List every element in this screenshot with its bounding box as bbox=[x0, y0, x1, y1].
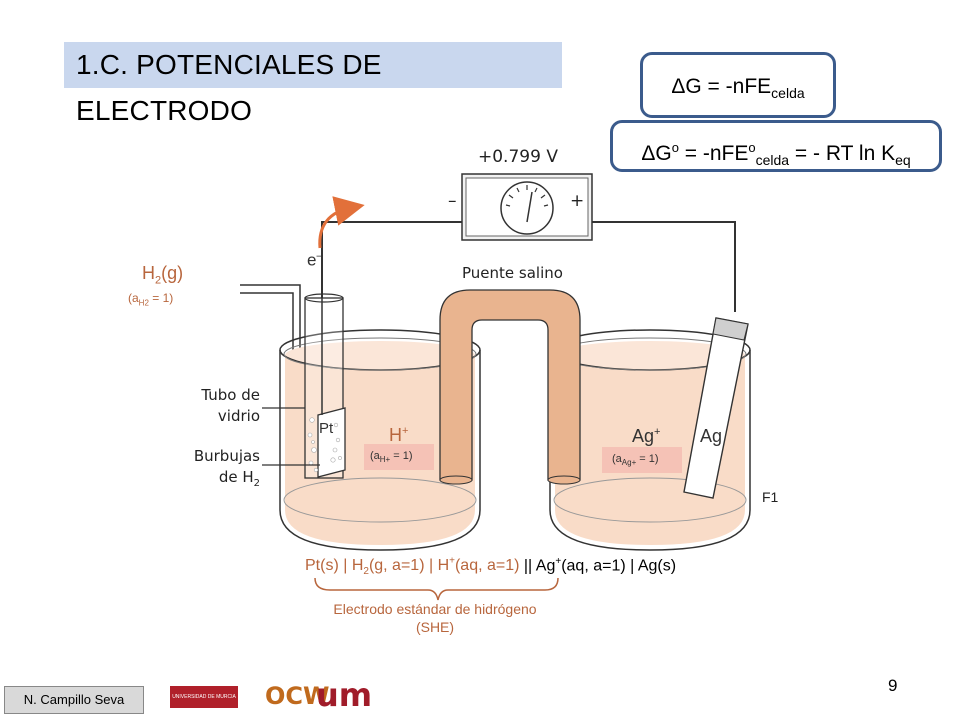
ag-plus-label: Ag+ bbox=[632, 426, 660, 447]
ag-activity-end: = 1) bbox=[636, 453, 659, 465]
eq2-sup2: o bbox=[748, 140, 756, 155]
h2-activity-open: (a bbox=[128, 291, 139, 305]
bubbles-line2: de H bbox=[218, 468, 254, 486]
hydrogen-bubbles bbox=[307, 417, 342, 473]
she-label: Electrodo estándar de hidrógeno (SHE) bbox=[300, 600, 570, 636]
h2-activity-sub: H2 bbox=[138, 298, 149, 308]
h-plus-symbol: H bbox=[389, 425, 402, 445]
voltmeter-plus: + bbox=[570, 191, 585, 211]
h-plus-charge: + bbox=[402, 425, 409, 437]
voltmeter bbox=[461, 173, 593, 241]
h2-activity-end: = 1) bbox=[148, 291, 174, 305]
silver-electrode bbox=[683, 317, 749, 499]
platinum-electrode bbox=[317, 300, 346, 478]
left-wire bbox=[321, 221, 462, 300]
ag-activity-sub: Ag+ bbox=[621, 458, 637, 468]
bubbles-line1: Burbujas bbox=[193, 447, 260, 465]
page-title: 1.C. POTENCIALES DE ELECTRODO bbox=[64, 42, 562, 126]
glass-tube-line1: Tubo de bbox=[201, 386, 260, 404]
cell-notation-s2: (g, a=1) | H bbox=[368, 557, 450, 575]
cell-notation-s2sup: + bbox=[449, 556, 455, 567]
university-logo: UNIVERSIDAD DE MURCIA bbox=[170, 686, 238, 708]
salt-bridge-label: Puente salino bbox=[462, 264, 563, 282]
eq2-sup1: o bbox=[671, 140, 679, 155]
she-label-line2: (SHE) bbox=[415, 619, 455, 635]
eq2-part1: ΔG bbox=[641, 142, 672, 165]
cell-notation: Pt(s) | H2(g, a=1) | H+(aq, a=1) || Ag+(… bbox=[305, 556, 676, 578]
eq2-sub3: eq bbox=[895, 152, 911, 169]
eq2-sub2: celda bbox=[755, 152, 790, 169]
glass-tube-line2: vidrio bbox=[217, 407, 260, 425]
h-activity-end: = 1) bbox=[390, 450, 413, 462]
h2-activity-label: (aH2 = 1) bbox=[128, 291, 173, 307]
h2-symbol: H bbox=[142, 263, 155, 283]
ocw-logo: OCW bbox=[265, 682, 330, 710]
cell-notation-s3: (aq, a=1) bbox=[454, 557, 520, 575]
salt-bridge bbox=[439, 289, 581, 485]
pt-label: Pt bbox=[319, 420, 334, 437]
cell-notation-s1: Pt(s) | H bbox=[305, 557, 364, 575]
ag-activity-open: (a bbox=[612, 453, 622, 465]
electron-charge: – bbox=[316, 250, 323, 262]
electron-symbol: e bbox=[307, 250, 317, 270]
ag-activity-label: (aAg+ = 1) bbox=[612, 453, 659, 467]
h2-sub: 2 bbox=[155, 274, 162, 287]
h2-state: (g) bbox=[161, 263, 184, 283]
bubbles-sub: 2 bbox=[253, 478, 260, 489]
h-activity-open: (a bbox=[370, 450, 380, 462]
cell-notation-s1sub: 2 bbox=[363, 566, 369, 578]
glass-tube-label: Tubo de vidrio bbox=[180, 385, 260, 427]
cell-notation-s4: || Ag bbox=[519, 557, 556, 575]
standard-gibbs-equation-box: ΔGo = -nFEocelda = - RT ln Keq bbox=[610, 120, 942, 172]
electron-label: e– bbox=[307, 250, 323, 271]
cell-notation-s4sup: + bbox=[555, 556, 562, 567]
gibbs-equation-lhs: ΔG = -nFE bbox=[671, 75, 772, 98]
voltmeter-minus: – bbox=[448, 191, 457, 211]
electron-flow-arrow bbox=[318, 196, 365, 249]
figure-reference: F1 bbox=[762, 489, 779, 505]
ag-plus-symbol: Ag bbox=[632, 426, 655, 446]
h-activity-sub: H+ bbox=[379, 455, 391, 465]
h-activity-label: (aH+ = 1) bbox=[370, 450, 413, 464]
ag-plus-charge: + bbox=[654, 426, 661, 438]
h-plus-label: H+ bbox=[389, 425, 408, 446]
ag-electrode-label: Ag bbox=[700, 426, 723, 446]
she-brace bbox=[314, 577, 559, 601]
um-logo: um bbox=[316, 676, 373, 714]
eq2-part2: = -nFE bbox=[678, 142, 749, 165]
she-label-line1: Electrodo estándar de hidrógeno bbox=[333, 601, 537, 617]
cell-notation-s5: (aq, a=1) | Ag(s) bbox=[561, 557, 677, 575]
voltmeter-reading: +0.799 V bbox=[478, 147, 558, 167]
author-footer: N. Campillo Seva bbox=[4, 686, 144, 714]
eq2-part3: = - RT ln K bbox=[789, 142, 896, 165]
right-wire bbox=[592, 221, 736, 312]
gibbs-equation-sub: celda bbox=[771, 85, 805, 102]
page-number: 9 bbox=[888, 676, 898, 695]
bubbles-label: Burbujas de H2 bbox=[170, 446, 260, 494]
gibbs-equation-box: ΔG = -nFEcelda bbox=[640, 52, 836, 118]
h2-gas-label: H2(g) bbox=[142, 263, 183, 287]
